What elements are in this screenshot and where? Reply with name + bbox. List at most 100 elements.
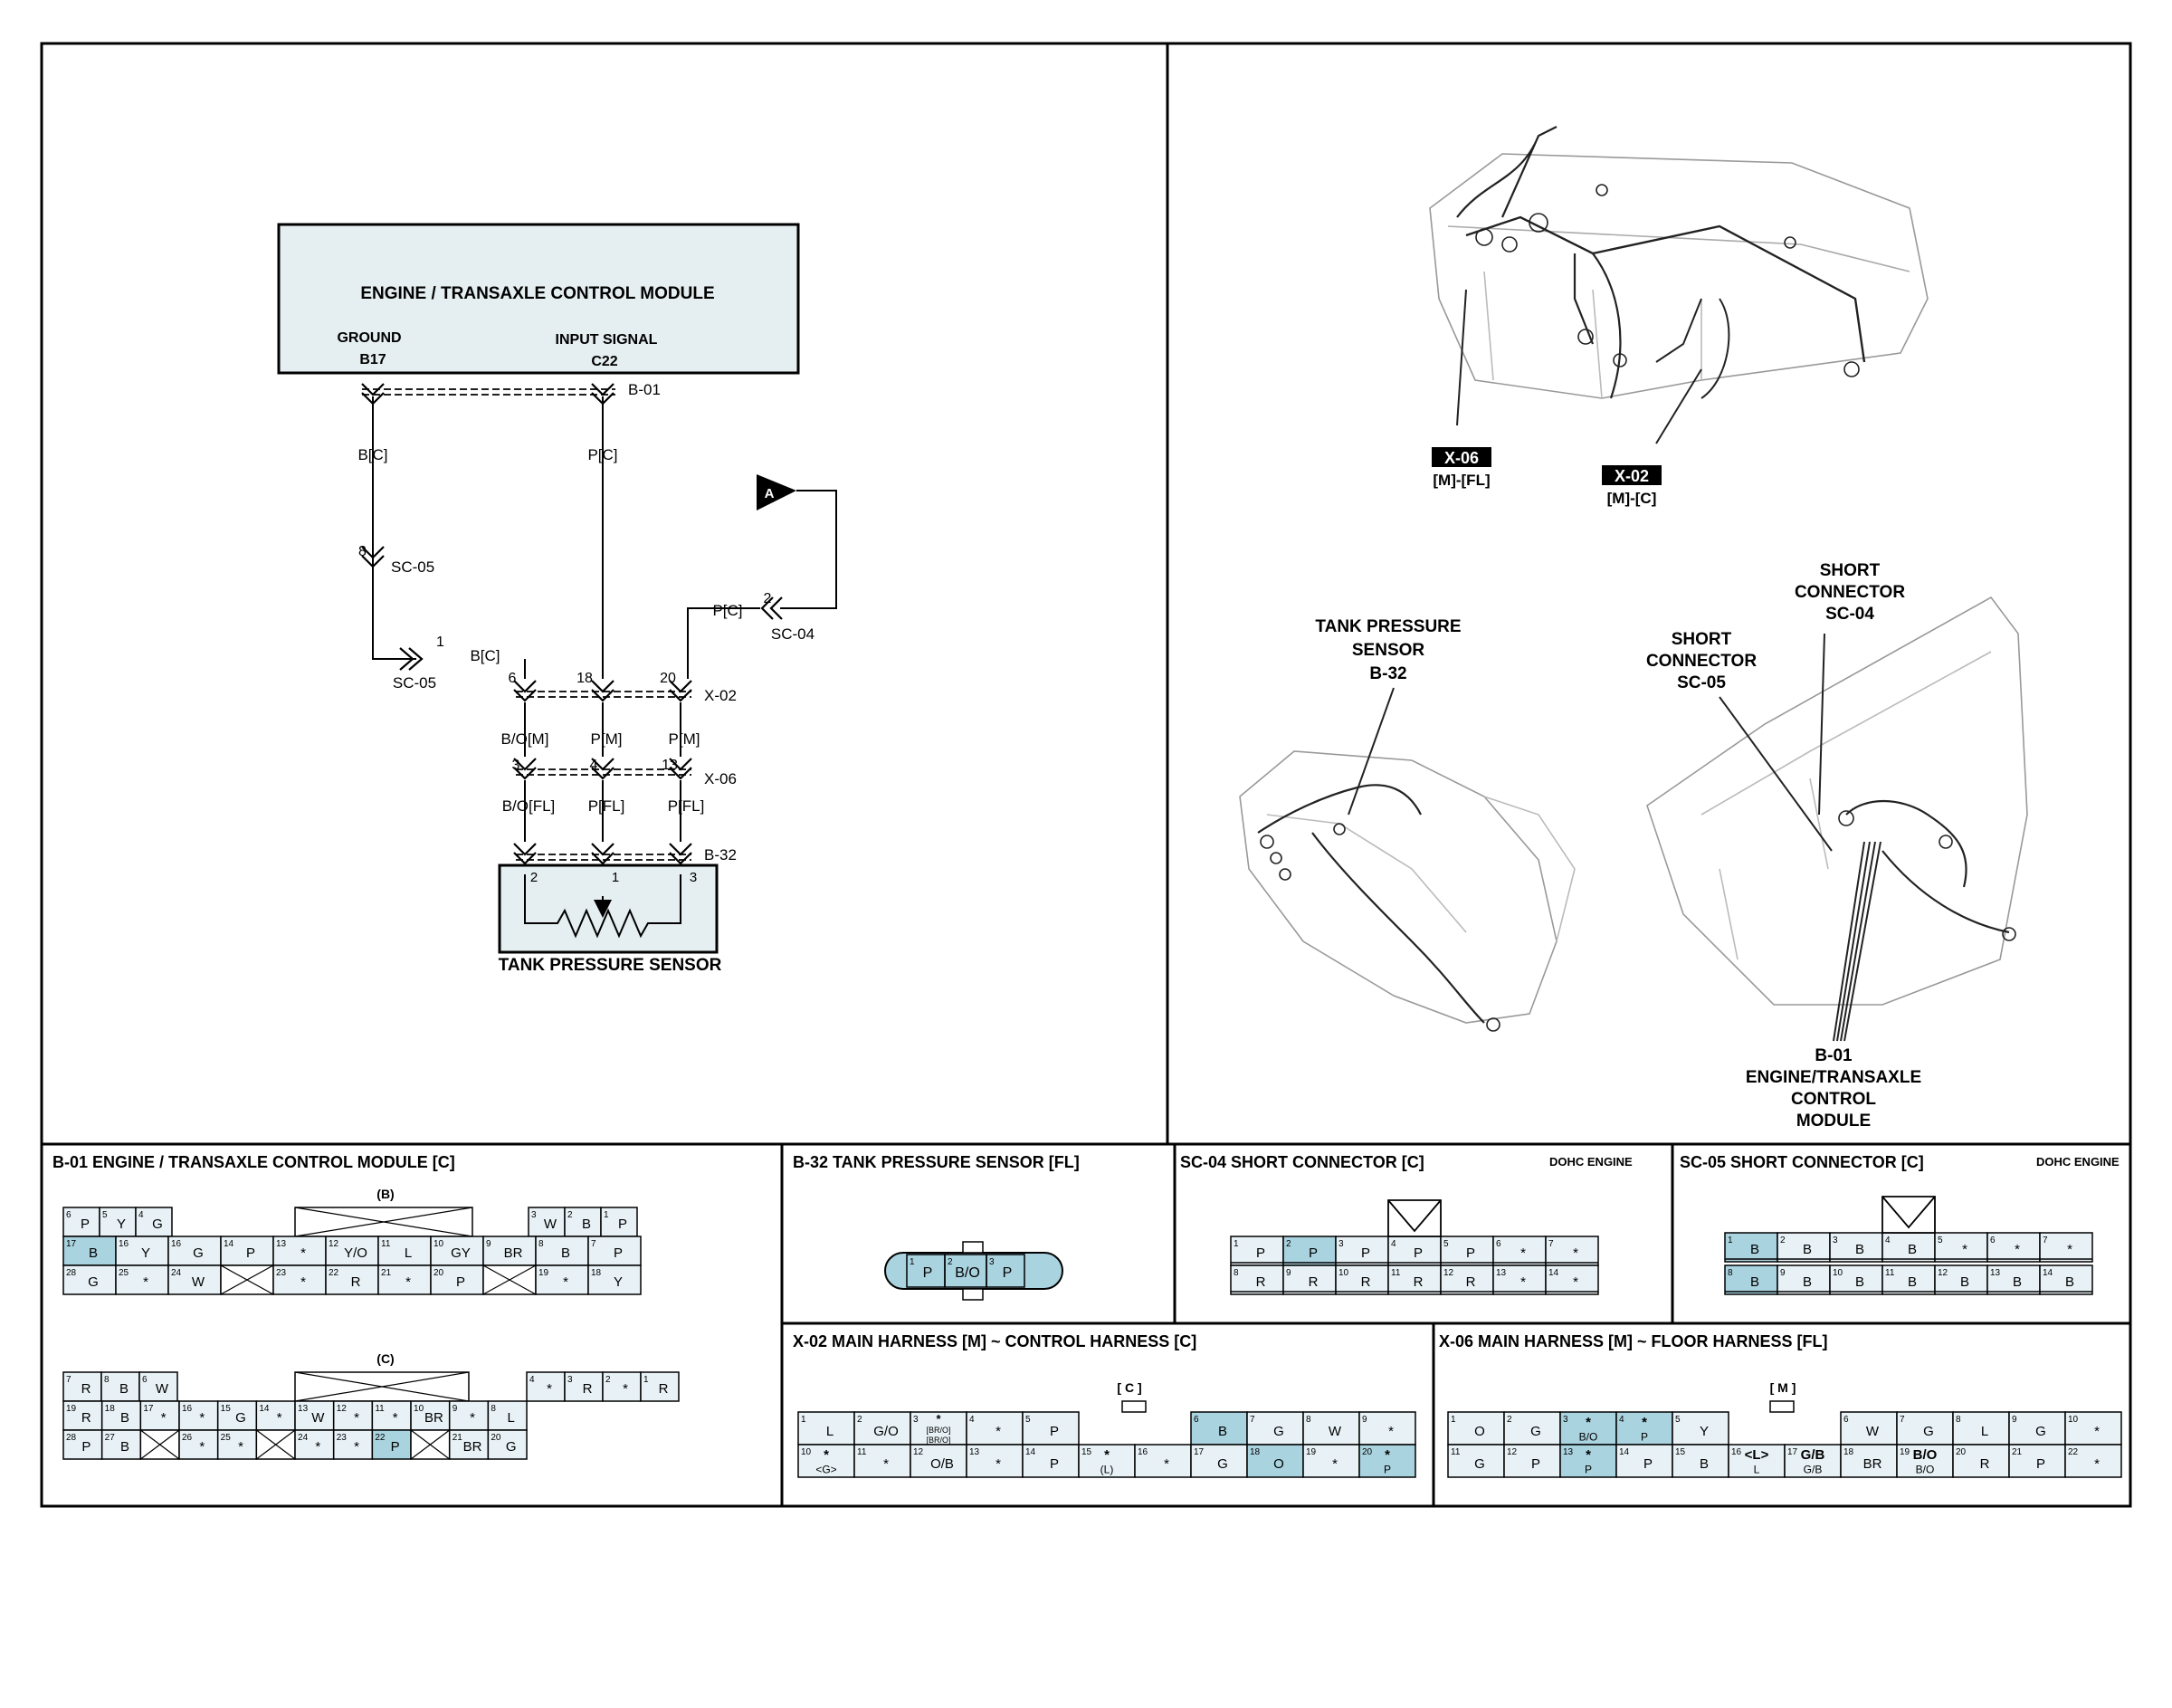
wire-color: R (659, 1381, 669, 1397)
pin-number: 12 (329, 1239, 339, 1249)
wire-color: B (120, 1439, 129, 1455)
b01-c-row1-cell: 8B (100, 1371, 140, 1402)
wire-color: P (1361, 1245, 1370, 1261)
sc05-row2-cell: 12B (1934, 1264, 1988, 1295)
pin-number: 16 (182, 1404, 193, 1414)
b01-connector-label: B-01 (628, 381, 661, 398)
x02-row1-cell: 2G/O (853, 1411, 911, 1446)
sc04-panel-title: SC-04 SHORT CONNECTOR [C] (1180, 1153, 1424, 1171)
pin-number: 8 (1234, 1268, 1239, 1278)
b01-b-row1-cell: 4G (135, 1207, 173, 1237)
b01-b-row3-cell: 21* (377, 1264, 432, 1295)
wire-color: * (470, 1410, 475, 1426)
pin-number: 13 (969, 1447, 980, 1457)
sc05-row2-cell: 8B (1724, 1264, 1778, 1295)
wire-color: * (161, 1410, 167, 1426)
wire-color: * (1385, 1447, 1390, 1463)
b01-sub-b: (B) (376, 1187, 394, 1201)
pin-number: 14 (259, 1404, 270, 1414)
wire-color: B (120, 1410, 129, 1426)
pin-number: 22 (329, 1268, 339, 1278)
b01-b-row2-cell: 16Y (115, 1236, 169, 1266)
wire-color: * (1642, 1415, 1647, 1430)
wire-color: P (456, 1274, 465, 1290)
pin-number: 1 (1728, 1236, 1733, 1245)
b01-b-row3-cell: 18Y (587, 1264, 642, 1295)
sc05-row2-cell: 11B (1881, 1264, 1936, 1295)
x02-row1-cell: 8W (1302, 1411, 1360, 1446)
pin-number: 15 (1081, 1447, 1092, 1457)
b01-c-row3-cell: 24* (294, 1429, 335, 1460)
x02-row2-cell: 19* (1302, 1444, 1360, 1478)
connector-bars (362, 388, 691, 861)
wire-color: G (1474, 1456, 1485, 1472)
x02-row2-cell: 17G (1190, 1444, 1248, 1478)
pin-number: 5 (1675, 1415, 1681, 1425)
wire-color: L (1981, 1424, 1988, 1439)
input-signal-label: INPUT SIGNAL (556, 332, 658, 348)
wire-color: GY (451, 1245, 471, 1261)
pin-number: 24 (171, 1268, 182, 1278)
wire-color: * (354, 1439, 359, 1455)
pin-number: 21 (381, 1268, 392, 1278)
sc05-lock-tab (1881, 1196, 1936, 1234)
wire-color: P (2036, 1456, 2045, 1472)
pin-number: 11 (1391, 1268, 1401, 1278)
sc04-lock-tab (1387, 1199, 1442, 1237)
wire-color-alt: B/O (1579, 1431, 1598, 1444)
x02-row1-cell: 6B (1190, 1411, 1248, 1446)
sc04-row2-cell: 8R (1230, 1264, 1284, 1295)
wire-color-p-m-1: P[M] (591, 730, 623, 748)
x06-row2-cell: 20R (1952, 1444, 2010, 1478)
control-module-box (277, 223, 800, 375)
wire-color: * (393, 1410, 398, 1426)
wire-color: P (1309, 1245, 1318, 1261)
wire-color: * (238, 1439, 243, 1455)
x02-row2-cell: 18O (1246, 1444, 1304, 1478)
pin-number: 23 (276, 1268, 287, 1278)
svg-text:P: P (923, 1265, 933, 1281)
b01-b-row2-cell: 9BR (482, 1236, 537, 1266)
pin-number: 25 (119, 1268, 129, 1278)
wire-color: * (936, 1412, 941, 1426)
b01-c-row3-cell: 26* (178, 1429, 219, 1460)
pin-number: 10 (1833, 1268, 1843, 1278)
wire-color: * (1573, 1245, 1578, 1261)
wire-color-b-c-2: B[C] (470, 647, 500, 664)
pin-number: 14 (1548, 1268, 1559, 1278)
pin-number: 5 (1025, 1415, 1031, 1425)
input-signal-pin: C22 (591, 354, 617, 369)
wire-color: R (1980, 1456, 1990, 1472)
wire-color: * (623, 1381, 628, 1397)
ground-pin: B17 (359, 352, 386, 367)
sc04-row1-cell: 6* (1492, 1236, 1547, 1266)
b01-c-row2-cell: 19R (62, 1400, 103, 1431)
b01-c-row2-cell: 15G (216, 1400, 258, 1431)
sc05-row1-cell: 1B (1724, 1232, 1778, 1263)
wire-color: G/O (873, 1424, 899, 1439)
dashboard-harness-illustration (1429, 126, 1929, 444)
wire-color: G (193, 1245, 204, 1261)
b01-c-row2-cell: 12* (332, 1400, 374, 1431)
wire-color: G (506, 1439, 517, 1455)
wire-color-p-c-2: P[C] (712, 602, 742, 619)
wire-color: G (88, 1274, 99, 1290)
pin-number: 10 (2068, 1415, 2079, 1425)
wire-color: W (1329, 1424, 1342, 1439)
pin-number: 1 (604, 1210, 609, 1220)
pin-number: 9 (1286, 1268, 1291, 1278)
b01-c-row3-cell: 22P (371, 1429, 412, 1460)
pin-number: 21 (2012, 1447, 2023, 1457)
wire-color-alt: P (1384, 1464, 1391, 1476)
pin-number: 9 (452, 1404, 458, 1414)
pin-number: 17 (1194, 1447, 1205, 1457)
wire-color: P (1050, 1456, 1059, 1472)
pin-number: 13 (1563, 1447, 1574, 1457)
b01-b-row2-cell: 12Y/O (325, 1236, 379, 1266)
wire-color: * (547, 1381, 552, 1397)
x06-row2-cell: 13*P (1559, 1444, 1617, 1478)
sc04-callout-1: SHORT (1820, 561, 1881, 580)
b01-c-row1-cell: 1R (640, 1371, 680, 1402)
x06-pin-4: 4 (590, 758, 598, 773)
